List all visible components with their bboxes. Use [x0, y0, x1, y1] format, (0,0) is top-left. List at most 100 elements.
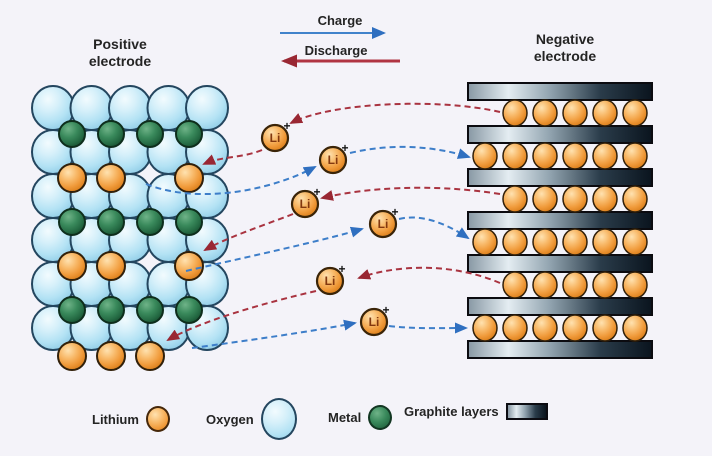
intercalated-lithium [502, 271, 528, 299]
intercalated-lithium [472, 228, 498, 256]
lithium-ion-label: Li [378, 217, 389, 231]
intercalated-lithium [532, 228, 558, 256]
lithium-sphere-swatch [145, 406, 170, 432]
lithium-ion: Li+ [315, 262, 346, 296]
lithium-ion-charge-sign: + [391, 205, 398, 219]
charge-path [145, 166, 317, 196]
discharge-label: Discharge [304, 43, 368, 58]
intercalated-lithium [502, 314, 528, 342]
lithium-site [57, 341, 87, 371]
charge-path [185, 226, 364, 272]
positive-electrode-label: Positive electrode [60, 36, 180, 70]
discharge-path [202, 149, 263, 165]
intercalated-lithium [592, 142, 618, 170]
intercalated-lithium [562, 142, 588, 170]
discharge-path [166, 290, 317, 342]
intercalated-lithium [502, 185, 528, 213]
legend-graphite-label: Graphite layers [404, 404, 499, 419]
intercalated-lithium [562, 99, 588, 127]
negative-electrode-stack [467, 82, 653, 359]
lithium-site [96, 341, 126, 371]
intercalated-lithium [622, 228, 648, 256]
legend-metal-label: Metal [328, 410, 362, 425]
metal-sphere [58, 208, 86, 236]
metal-sphere [136, 120, 164, 148]
negative-electrode-label-line2: electrode [533, 48, 597, 64]
intercalated-lithium [622, 314, 648, 342]
graphite-bar [467, 82, 653, 101]
charge-discharge-arrows [280, 27, 400, 68]
metal-sphere [97, 120, 125, 148]
graphite-bar-swatch [505, 403, 548, 420]
lithium-ion-body [359, 307, 389, 337]
lithium-site [96, 251, 126, 281]
legend-oxygen-label: Oxygen [206, 411, 254, 427]
intercalated-lithium [592, 314, 618, 342]
legend-item-lithium: Lithium [92, 406, 170, 432]
metal-sphere [136, 296, 164, 324]
graphite-bar [467, 211, 653, 230]
graphite-bar [467, 254, 653, 273]
migrating-lithium-ions: Li+Li+Li+Li+Li+Li+ [260, 119, 399, 337]
discharge-path [289, 102, 501, 124]
intercalated-lithium [472, 142, 498, 170]
metal-sphere [97, 296, 125, 324]
metal-sphere [58, 296, 86, 324]
legend-item-metal: Metal [328, 405, 393, 430]
lithium-ion-body [318, 145, 348, 175]
intercalated-lithium [562, 185, 588, 213]
oxygen-sphere-swatch [260, 398, 297, 440]
lithium-ion-charge-sign: + [341, 141, 348, 155]
metal-sphere [97, 208, 125, 236]
discharge-path [203, 213, 294, 251]
lithium-ion: Li+ [318, 141, 349, 175]
intercalated-lithium [502, 142, 528, 170]
metal-sphere [58, 120, 86, 148]
legend-item-oxygen: Oxygen [206, 398, 297, 440]
intercalated-lithium [502, 228, 528, 256]
lithium-ion-body [290, 189, 320, 219]
metal-sphere [136, 208, 164, 236]
metal-sphere [175, 296, 203, 324]
lithium-ion-label: Li [325, 274, 336, 288]
lithium-ion-charge-sign: + [313, 185, 320, 199]
intercalated-lithium [622, 185, 648, 213]
graphite-bar [467, 168, 653, 187]
negative-electrode-label: Negative electrode [505, 31, 625, 65]
intercalated-lithium [532, 185, 558, 213]
intercalated-lithium [622, 99, 648, 127]
negative-electrode-label-line1: Negative [535, 31, 595, 47]
lithium-ion-label: Li [369, 315, 380, 329]
intercalated-lithium [592, 228, 618, 256]
positive-electrode-label-line1: Positive [93, 36, 147, 52]
lithium-site [57, 251, 87, 281]
lithium-ion-charge-sign: + [283, 119, 290, 133]
lithium-ion-charge-sign: + [382, 303, 389, 317]
discharge-path [357, 266, 501, 284]
lithium-site [174, 163, 204, 193]
graphite-bar [467, 340, 653, 359]
intercalated-lithium [622, 271, 648, 299]
graphite-bar [467, 297, 653, 316]
ion-flow-paths [145, 102, 501, 349]
metal-sphere-swatch [368, 405, 393, 430]
intercalated-lithium [592, 185, 618, 213]
lithium-ion: Li+ [368, 205, 399, 239]
positive-electrode-lattice [31, 85, 229, 371]
intercalated-lithium [532, 142, 558, 170]
intercalated-lithium [532, 99, 558, 127]
intercalated-lithium [592, 271, 618, 299]
intercalated-lithium [532, 314, 558, 342]
positive-electrode-label-line2: electrode [88, 53, 152, 69]
intercalated-lithium [532, 271, 558, 299]
intercalated-lithium [622, 142, 648, 170]
lithium-ion-body [368, 209, 398, 239]
charge-path [349, 145, 471, 159]
intercalated-lithium [562, 314, 588, 342]
lithium-site [96, 163, 126, 193]
lithium-ion-label: Li [270, 131, 281, 145]
charge-label: Charge [317, 13, 363, 28]
graphite-bar [467, 125, 653, 144]
